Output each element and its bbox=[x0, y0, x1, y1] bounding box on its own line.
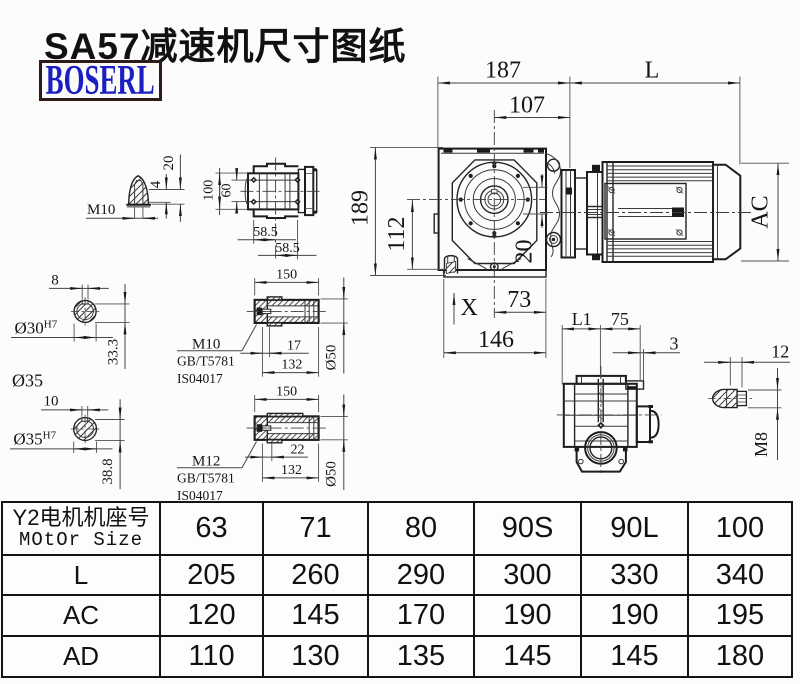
dim-rear-75: 75 bbox=[611, 309, 629, 329]
dim-keyway-depth-35: 38.8 bbox=[100, 458, 116, 484]
view-sleeve-2: 150 22 132 Ø50 M12 GB/T5781 IS04017 bbox=[177, 385, 348, 503]
motor-size-63: 63 bbox=[159, 501, 264, 556]
row-label-L: L bbox=[1, 554, 161, 596]
value-AD-100: 180 bbox=[687, 635, 793, 678]
dim-flange-to-center: 107 bbox=[509, 93, 545, 119]
dim-center-to-face: 73 bbox=[507, 287, 531, 313]
dim-gearbox-length: 187 bbox=[485, 58, 521, 84]
dim-sleeve1-bolt-depth: 17 bbox=[287, 338, 301, 353]
sleeve1-standard-gb: GB/T5781 bbox=[177, 354, 235, 369]
dim-sleeve2-bolt-depth: 22 bbox=[291, 442, 305, 457]
view-main: 187 L 107 189 112 20 73 146 X bbox=[348, 58, 789, 358]
dim-top-body-width: 60 bbox=[220, 184, 235, 198]
value-AC-100: 195 bbox=[687, 594, 793, 637]
table-header-cell: Y2电机机座号 MOtOr Size bbox=[1, 501, 161, 556]
brand-logo: BOSERL bbox=[39, 57, 162, 104]
dim-rear-l1: L1 bbox=[572, 309, 592, 329]
value-L-63: 205 bbox=[159, 554, 264, 596]
dim-cap-thread: M10 bbox=[87, 202, 115, 218]
dim-sleeve2-inner-length: 132 bbox=[281, 463, 302, 478]
table-row-header: Y2电机机座号 MOtOr Size 63 71 80 90S 90L 100 bbox=[1, 501, 793, 556]
value-AC-80: 170 bbox=[367, 594, 475, 637]
sleeve1-standard-iso: IS04017 bbox=[177, 371, 223, 386]
view-bore-35: 10 Ø35H7 38.8 bbox=[10, 394, 125, 490]
dim-sleeve1-length: 150 bbox=[276, 268, 297, 283]
value-AC-63: 120 bbox=[159, 594, 264, 637]
shaft-diameter-note: Ø35 bbox=[12, 371, 43, 391]
direction-mark: X bbox=[461, 295, 478, 321]
motor-fins bbox=[607, 165, 713, 257]
motor-size-80: 80 bbox=[367, 501, 475, 556]
view-rear: L1 75 3 bbox=[556, 309, 680, 475]
dim-sleeve1-diameter: Ø50 bbox=[324, 345, 340, 371]
dim-keyway-width-30: 8 bbox=[51, 272, 59, 288]
motor-size-90l: 90L bbox=[580, 501, 689, 556]
value-AC-90s: 190 bbox=[473, 594, 582, 637]
dim-total-height: 189 bbox=[348, 190, 374, 226]
motor-size-71: 71 bbox=[262, 501, 369, 556]
sleeve2-thread: M12 bbox=[192, 453, 220, 469]
table-row-AC: AC 120 145 170 190 190 195 bbox=[1, 594, 793, 637]
sleeve2-standard-gb: GB/T5781 bbox=[177, 471, 235, 486]
dim-cap-height: 4 bbox=[148, 180, 164, 188]
value-AD-90l: 145 bbox=[580, 635, 689, 678]
dim-sleeve2-length: 150 bbox=[276, 385, 297, 400]
table-row-L: L 205 260 290 300 330 340 bbox=[1, 554, 793, 596]
dim-bolt-length: 12 bbox=[771, 342, 789, 362]
value-AC-90l: 190 bbox=[580, 594, 689, 637]
view-bolt-detail: 12 M8 bbox=[703, 342, 790, 460]
dim-rear-3: 3 bbox=[670, 334, 679, 354]
dim-top-half-left: 58.5 bbox=[253, 225, 278, 240]
value-L-100: 340 bbox=[687, 554, 793, 596]
dim-bolt-thread: M8 bbox=[751, 432, 771, 457]
table-header-en: MOtOr Size bbox=[18, 529, 144, 552]
value-L-90s: 300 bbox=[473, 554, 582, 596]
motor-size-table: Y2电机机座号 MOtOr Size 63 71 80 90S 90L 100 … bbox=[1, 501, 793, 678]
dim-motor-length: L bbox=[645, 58, 660, 84]
value-AD-90s: 145 bbox=[473, 635, 582, 678]
row-label-AC: AC bbox=[1, 594, 161, 637]
dim-bore-30-diameter: Ø30H7 bbox=[15, 319, 58, 338]
dim-base-length: 146 bbox=[478, 327, 514, 353]
dim-sleeve1-inner-length: 132 bbox=[281, 358, 302, 373]
dim-motor-diameter: AC bbox=[748, 195, 774, 228]
dim-cap-length: 20 bbox=[161, 156, 177, 171]
value-AD-80: 135 bbox=[367, 635, 475, 678]
motor-size-90s: 90S bbox=[473, 501, 582, 556]
motor-size-100: 100 bbox=[687, 501, 793, 556]
table-row-AD: AD 110 130 135 145 145 180 bbox=[1, 635, 793, 678]
dim-top-half-right: 58.5 bbox=[275, 241, 300, 256]
row-label-AD: AD bbox=[1, 635, 161, 678]
value-L-80: 290 bbox=[367, 554, 475, 596]
dim-sleeve2-diameter: Ø50 bbox=[324, 461, 340, 487]
value-AD-63: 110 bbox=[159, 635, 264, 678]
view-bore-30: 8 Ø30H7 33.3 bbox=[11, 272, 130, 369]
sleeve2-standard-iso: IS04017 bbox=[177, 488, 223, 503]
dim-bore-35-diameter: Ø35H7 bbox=[13, 429, 56, 448]
table-header-cn: Y2电机机座号 bbox=[12, 504, 150, 530]
value-L-90l: 330 bbox=[580, 554, 689, 596]
dim-axis-height: 112 bbox=[384, 216, 410, 251]
dim-keyway-depth-30: 33.3 bbox=[106, 339, 122, 365]
value-L-71: 260 bbox=[262, 554, 369, 596]
brand-logo-text: BOSERL bbox=[45, 57, 156, 104]
view-gearbox-top: 100 60 58.5 58.5 bbox=[201, 157, 323, 260]
dim-shaft-offset: 20 bbox=[512, 240, 538, 264]
dim-top-flange-width: 100 bbox=[201, 180, 216, 201]
value-AD-71: 130 bbox=[262, 635, 369, 678]
value-AC-71: 145 bbox=[262, 594, 369, 637]
sleeve1-thread: M10 bbox=[192, 336, 220, 352]
view-sleeve-1: 150 17 132 Ø50 M10 GB/T5781 IS04017 bbox=[177, 268, 348, 386]
dim-keyway-width-35: 10 bbox=[44, 394, 59, 410]
view-shaft-cap: M10 4 20 bbox=[86, 154, 185, 222]
